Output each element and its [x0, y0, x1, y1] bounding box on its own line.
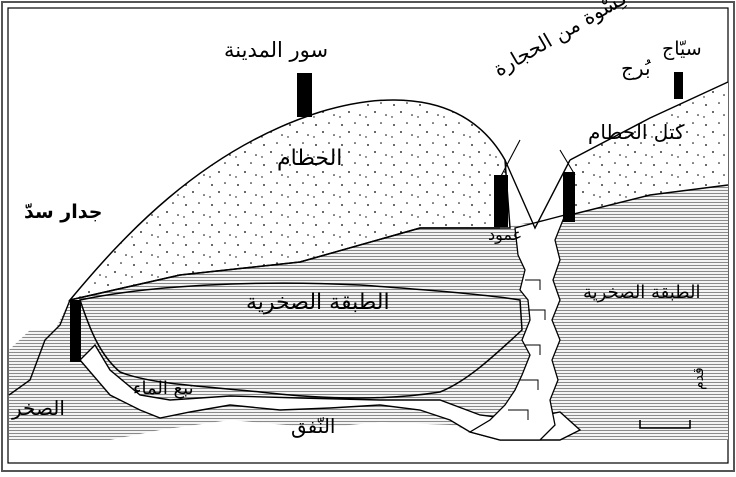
label-tower: بُرج [621, 58, 651, 78]
tower-block-left [494, 175, 508, 227]
label-water-spring: نبع الماء [133, 380, 194, 398]
label-rock: الصخر [12, 398, 65, 418]
fence-block [674, 72, 683, 99]
label-tunnel: النّفق [291, 416, 335, 436]
dam-wall-block [70, 300, 81, 362]
label-rock-layer-right: الطبقة الصخرية [583, 284, 700, 302]
city-wall-block [297, 73, 312, 117]
label-scale: قدم [692, 367, 706, 390]
label-rubble-blocks: كتل الحطام [588, 122, 685, 142]
label-fence: سيّاج [662, 40, 702, 59]
label-rubble: الحطام [277, 148, 342, 170]
label-city-wall: سور المدينة [224, 40, 328, 61]
label-rock-layer-main: الطبقة الصخرية [246, 292, 390, 314]
label-dam-wall: جدار سدّ [24, 203, 102, 222]
label-column: عمود [488, 227, 522, 243]
tower-block-right [563, 172, 575, 222]
